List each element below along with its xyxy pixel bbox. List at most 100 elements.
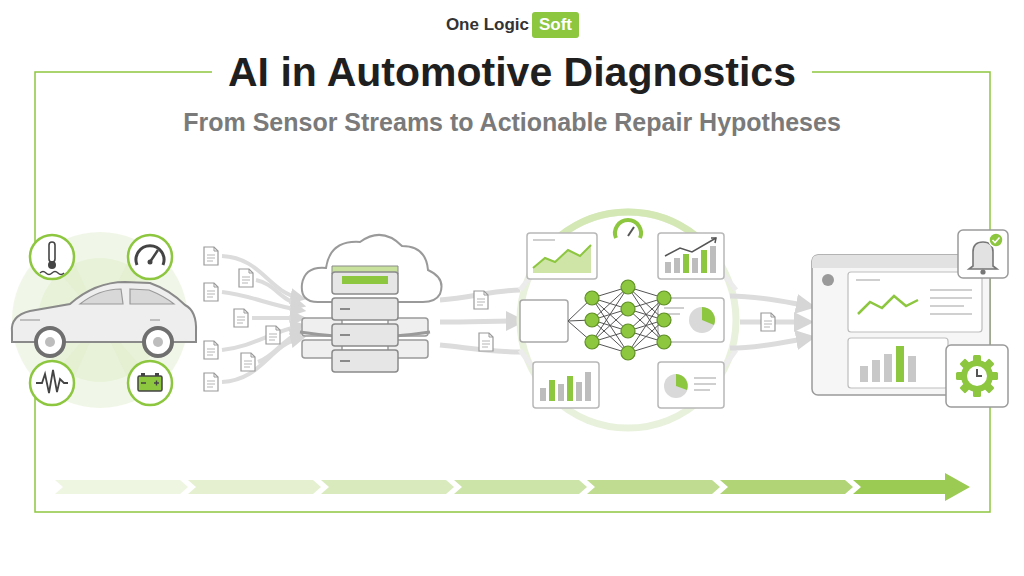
data-flow-arrows xyxy=(222,292,300,310)
vibration-sensor-icon xyxy=(30,361,74,405)
cloud-storage-icon xyxy=(302,235,442,302)
neural-network-icon xyxy=(585,313,599,327)
temperature-sensor-icon xyxy=(40,272,64,275)
vibration-sensor-icon xyxy=(36,370,68,393)
data-record-icons xyxy=(241,353,255,371)
car-illustration xyxy=(153,337,163,347)
speed-gauge-icon xyxy=(615,220,641,238)
neural-network-icon xyxy=(585,335,599,349)
car-illustration xyxy=(20,319,160,321)
dashboard-window xyxy=(860,366,868,382)
bar-chart-card xyxy=(576,382,582,401)
brand-badge: Soft xyxy=(532,12,579,38)
cloud-storage-icon xyxy=(300,235,442,372)
data-flow-arrows xyxy=(730,338,808,348)
bar-chart-card xyxy=(585,372,591,401)
bar-chart-card xyxy=(558,384,564,401)
dashboard-window xyxy=(822,274,834,286)
temperature-sensor-icon xyxy=(30,235,74,279)
cloud-storage-icon xyxy=(332,272,398,294)
data-record-icons xyxy=(266,326,280,344)
bar-chart-card xyxy=(567,376,573,401)
line-chart-card xyxy=(527,233,597,279)
notification-bell-icon xyxy=(989,233,1003,247)
progress-arrow xyxy=(720,480,853,494)
line-chart-card xyxy=(527,233,597,279)
neural-network-icon xyxy=(621,280,635,294)
data-record-icons xyxy=(239,269,253,287)
bar-chart-card xyxy=(665,262,671,273)
speed-gauge-icon xyxy=(615,220,641,238)
notification-bell-icon xyxy=(958,230,1008,278)
progress-arrow xyxy=(587,480,720,494)
gauge-sensor-icon xyxy=(128,235,172,279)
data-record-icons xyxy=(204,247,218,265)
scheduled-service-gear-icon xyxy=(959,358,994,393)
gauge-sensor-icon xyxy=(148,260,153,265)
battery-sensor-icon xyxy=(138,376,162,391)
brand-name: One Logic xyxy=(400,14,529,36)
dashboard-window xyxy=(896,346,904,382)
data-flow-arrows xyxy=(252,316,300,320)
bar-chart-card xyxy=(540,388,546,401)
pie-chart-card xyxy=(664,374,688,398)
data-flow-arrows xyxy=(440,290,520,352)
pie-chart-card xyxy=(689,307,715,333)
progress-arrow xyxy=(454,480,587,494)
temperature-sensor-icon xyxy=(48,261,56,269)
progress-arrow xyxy=(321,480,454,494)
pie-chart-card xyxy=(702,307,715,325)
progress-arrow xyxy=(188,480,321,494)
gauge-sensor-icon xyxy=(128,235,172,279)
data-flow-arrows xyxy=(474,291,488,309)
battery-sensor-icon xyxy=(141,381,159,386)
data-flow-arrows xyxy=(730,296,808,348)
notification-bell-icon xyxy=(993,238,1000,243)
analysis-ring xyxy=(520,212,736,428)
data-flow-arrows xyxy=(479,333,493,351)
neural-network-icon xyxy=(657,335,671,349)
cloud-storage-icon xyxy=(342,276,388,284)
notification-bell-icon xyxy=(980,269,985,274)
line-chart-card xyxy=(533,239,555,241)
bar-chart-card xyxy=(711,238,716,243)
neural-network-icon xyxy=(621,324,635,338)
bar-chart-card xyxy=(701,250,707,273)
car-illustration xyxy=(80,289,123,304)
bar-chart-card xyxy=(674,258,680,273)
scheduled-service-gear-icon xyxy=(946,345,1008,407)
battery-sensor-icon xyxy=(141,373,145,376)
data-flow-arrows xyxy=(761,313,775,331)
dashboard-window xyxy=(930,290,972,314)
scheduled-service-gear-icon xyxy=(959,358,994,393)
bar-chart-card xyxy=(658,233,724,279)
battery-sensor-icon xyxy=(128,361,172,405)
bar-chart-card xyxy=(533,362,599,408)
analysis-ring xyxy=(520,212,736,428)
pie-chart-card xyxy=(658,362,724,408)
dashboard-window xyxy=(908,356,916,382)
dashboard-window xyxy=(858,296,918,314)
progress-arrow xyxy=(55,480,188,494)
bar-chart-card xyxy=(549,380,555,401)
progress-arrow xyxy=(55,473,970,501)
pie-chart-card xyxy=(658,298,724,342)
temperature-sensor-icon xyxy=(30,235,74,279)
vibration-sensor-icon xyxy=(30,361,74,405)
pie-chart-card xyxy=(658,298,724,342)
data-record-icons xyxy=(234,309,248,327)
battery-sensor-icon xyxy=(128,361,172,405)
data-record-icons xyxy=(204,283,218,301)
bar-chart-card xyxy=(665,238,716,256)
data-flow-arrows xyxy=(440,321,518,322)
neural-network-icon xyxy=(568,287,664,353)
data-record-icons xyxy=(204,373,218,391)
bar-chart-card xyxy=(533,362,599,408)
scheduled-service-gear-icon xyxy=(961,360,993,392)
neural-network-icon xyxy=(657,291,671,305)
line-chart-card xyxy=(533,245,591,273)
input-card xyxy=(520,300,568,342)
title-wrap: AI in Automotive Diagnostics xyxy=(0,47,1024,97)
data-record-icons xyxy=(204,247,280,391)
